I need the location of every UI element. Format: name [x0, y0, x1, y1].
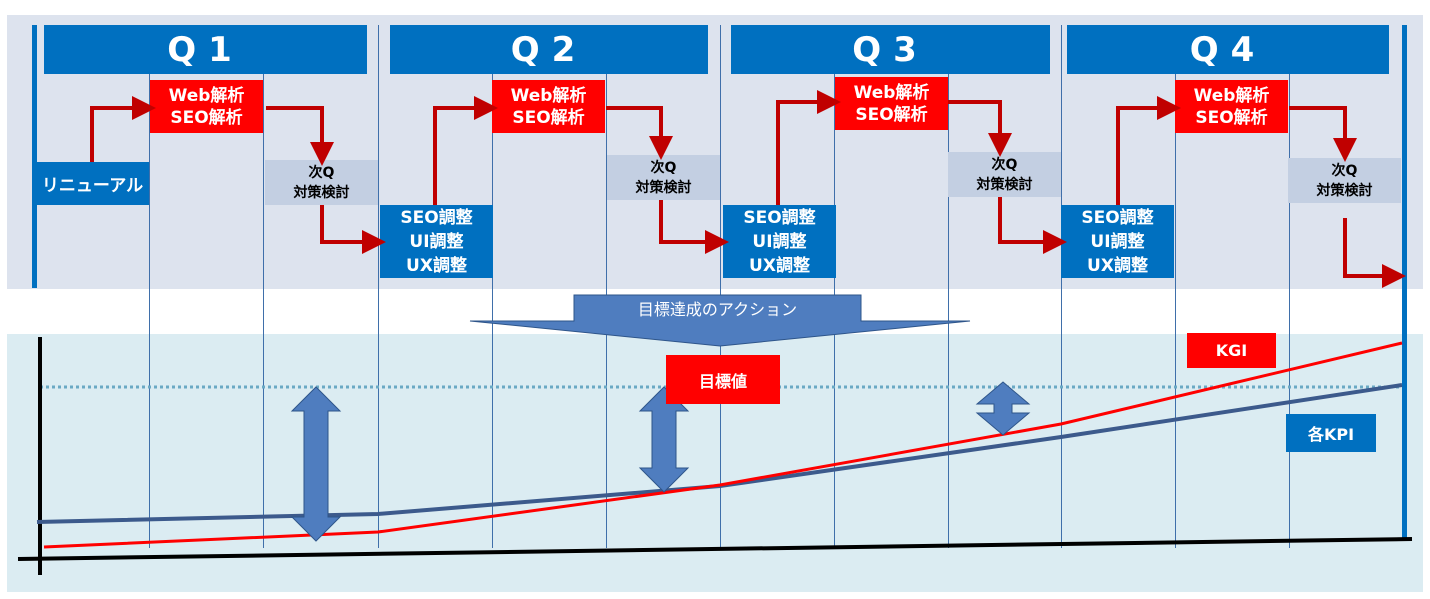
- action-label: 目標達成のアクション: [637, 300, 798, 319]
- quarter-header-q4: Q4: [1067, 25, 1389, 74]
- adjust-box-q2: SEO調整 UI調整 UX調整: [380, 205, 493, 278]
- flow-arrow: [266, 106, 334, 166]
- quarter-header-q1: Q1: [44, 25, 367, 74]
- grid-line: [1175, 25, 1176, 548]
- adjust-box-q4: SEO調整 UI調整 UX調整: [1061, 205, 1174, 278]
- flow-arrow: [1343, 218, 1406, 288]
- kgi-line: [43, 341, 1403, 549]
- adjust-line3: UX調整: [406, 255, 467, 276]
- target-label: 目標値: [666, 355, 780, 404]
- grid-line: [834, 25, 835, 548]
- grid-line: [948, 25, 949, 548]
- review-box-q4: 次Q 対策検討: [1288, 158, 1401, 203]
- renewal-box: リニューアル: [36, 162, 149, 205]
- quarter-header-q2: Q2: [390, 25, 708, 74]
- adjust-line3: UX調整: [1087, 255, 1148, 276]
- gap-arrow: [290, 386, 342, 542]
- flow-arrow: [320, 205, 386, 254]
- review-line2: 対策検討: [976, 176, 1033, 193]
- action-arrow: [469, 294, 971, 347]
- adjust-line1: SEO調整: [400, 207, 473, 228]
- kgi-label: KGI: [1187, 333, 1276, 368]
- review-line1: 次Q: [308, 164, 335, 181]
- analysis-line1: Web解析: [510, 85, 587, 106]
- analysis-box-q4: Web解析 SEO解析: [1175, 80, 1288, 133]
- review-box-q3: 次Q 対策検討: [948, 152, 1061, 197]
- analysis-box-q3: Web解析 SEO解析: [835, 77, 948, 130]
- kpi-line: [36, 383, 1403, 524]
- analysis-line2: SEO解析: [855, 104, 928, 125]
- grid-line: [492, 25, 493, 548]
- review-line2: 対策検討: [293, 184, 350, 201]
- grid-line: [149, 25, 150, 548]
- adjust-line2: UI調整: [409, 231, 464, 252]
- analysis-line2: SEO解析: [170, 107, 243, 128]
- review-box-q1: 次Q 対策検討: [265, 160, 378, 205]
- analysis-box-q1: Web解析 SEO解析: [150, 80, 263, 133]
- grid-line: [1061, 25, 1062, 548]
- flow-arrow: [948, 100, 1012, 157]
- left-edge-bar: [32, 25, 37, 288]
- grid-line: [1289, 25, 1290, 548]
- flow-arrow: [1116, 96, 1181, 205]
- flow-arrow: [1289, 106, 1357, 162]
- review-line2: 対策検討: [635, 179, 692, 196]
- analysis-box-q2: Web解析 SEO解析: [492, 80, 605, 133]
- adjust-line2: UI調整: [1090, 231, 1145, 252]
- analysis-line2: SEO解析: [1195, 107, 1268, 128]
- review-line1: 次Q: [991, 156, 1018, 173]
- review-line1: 次Q: [650, 159, 677, 176]
- adjust-line1: SEO調整: [1081, 207, 1154, 228]
- gap-arrow: [638, 386, 690, 493]
- adjust-line3: UX調整: [749, 255, 810, 276]
- grid-line: [606, 25, 607, 548]
- review-box-q2: 次Q 対策検討: [607, 155, 720, 200]
- review-line1: 次Q: [1331, 162, 1358, 179]
- quarter-header-q3: Q3: [731, 25, 1050, 74]
- adjust-line2: UI調整: [752, 231, 807, 252]
- grid-line: [378, 25, 379, 548]
- analysis-line1: Web解析: [853, 82, 930, 103]
- flow-arrow: [659, 200, 729, 254]
- grid-line: [720, 25, 721, 548]
- flow-arrows: [90, 90, 1406, 288]
- analysis-line1: Web解析: [168, 85, 245, 106]
- flow-arrow: [90, 96, 156, 162]
- flow-arrow: [433, 96, 498, 205]
- x-axis: [17, 537, 1413, 561]
- flow-arrow: [998, 197, 1067, 254]
- flow-arrow: [606, 106, 673, 160]
- kpi-label: 各KPI: [1286, 414, 1376, 452]
- grid-line: [263, 25, 264, 548]
- gap-arrow: [975, 381, 1031, 436]
- analysis-line2: SEO解析: [512, 107, 585, 128]
- adjust-line1: SEO調整: [743, 207, 816, 228]
- review-line2: 対策検討: [1316, 182, 1373, 199]
- adjust-box-q3: SEO調整 UI調整 UX調整: [723, 205, 836, 278]
- flow-arrow: [776, 90, 841, 205]
- analysis-line1: Web解析: [1193, 85, 1270, 106]
